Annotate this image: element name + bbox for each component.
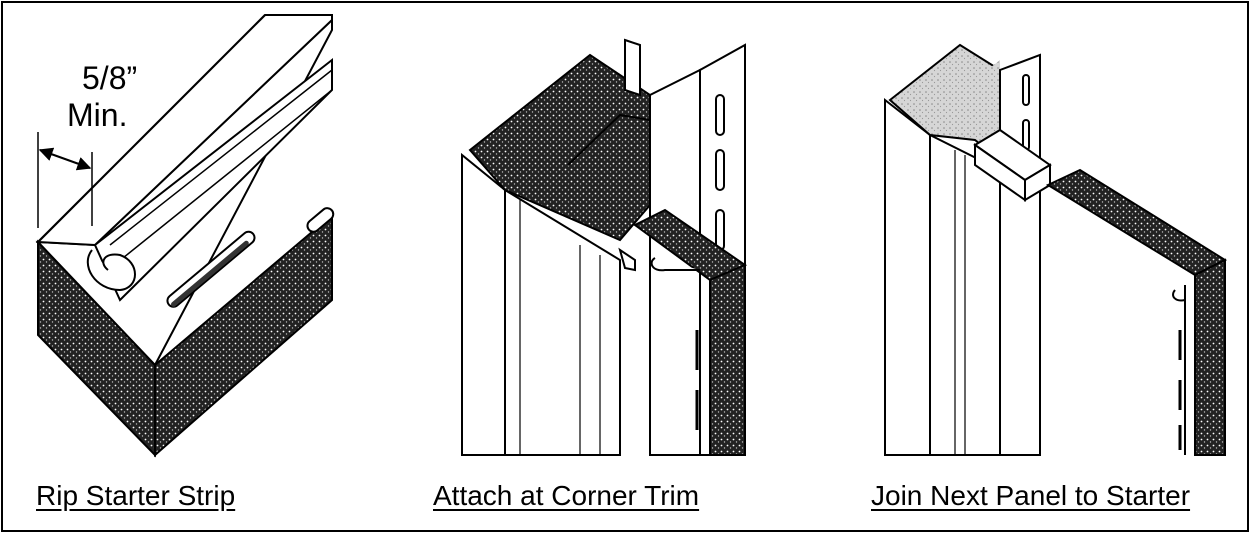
caption-rip-starter-strip: Rip Starter Strip	[36, 480, 236, 511]
caption-attach-corner-trim: Attach at Corner Trim	[433, 480, 700, 511]
caption-join-next-panel: Join Next Panel to Starter	[871, 480, 1191, 511]
dimension-value: 5/8”	[82, 60, 138, 96]
join-panel-illustration	[884, 43, 1228, 456]
dimension-unit: Min.	[67, 97, 128, 133]
starter-strip-illustration	[35, 14, 335, 458]
corner-trim-illustration	[461, 38, 748, 456]
